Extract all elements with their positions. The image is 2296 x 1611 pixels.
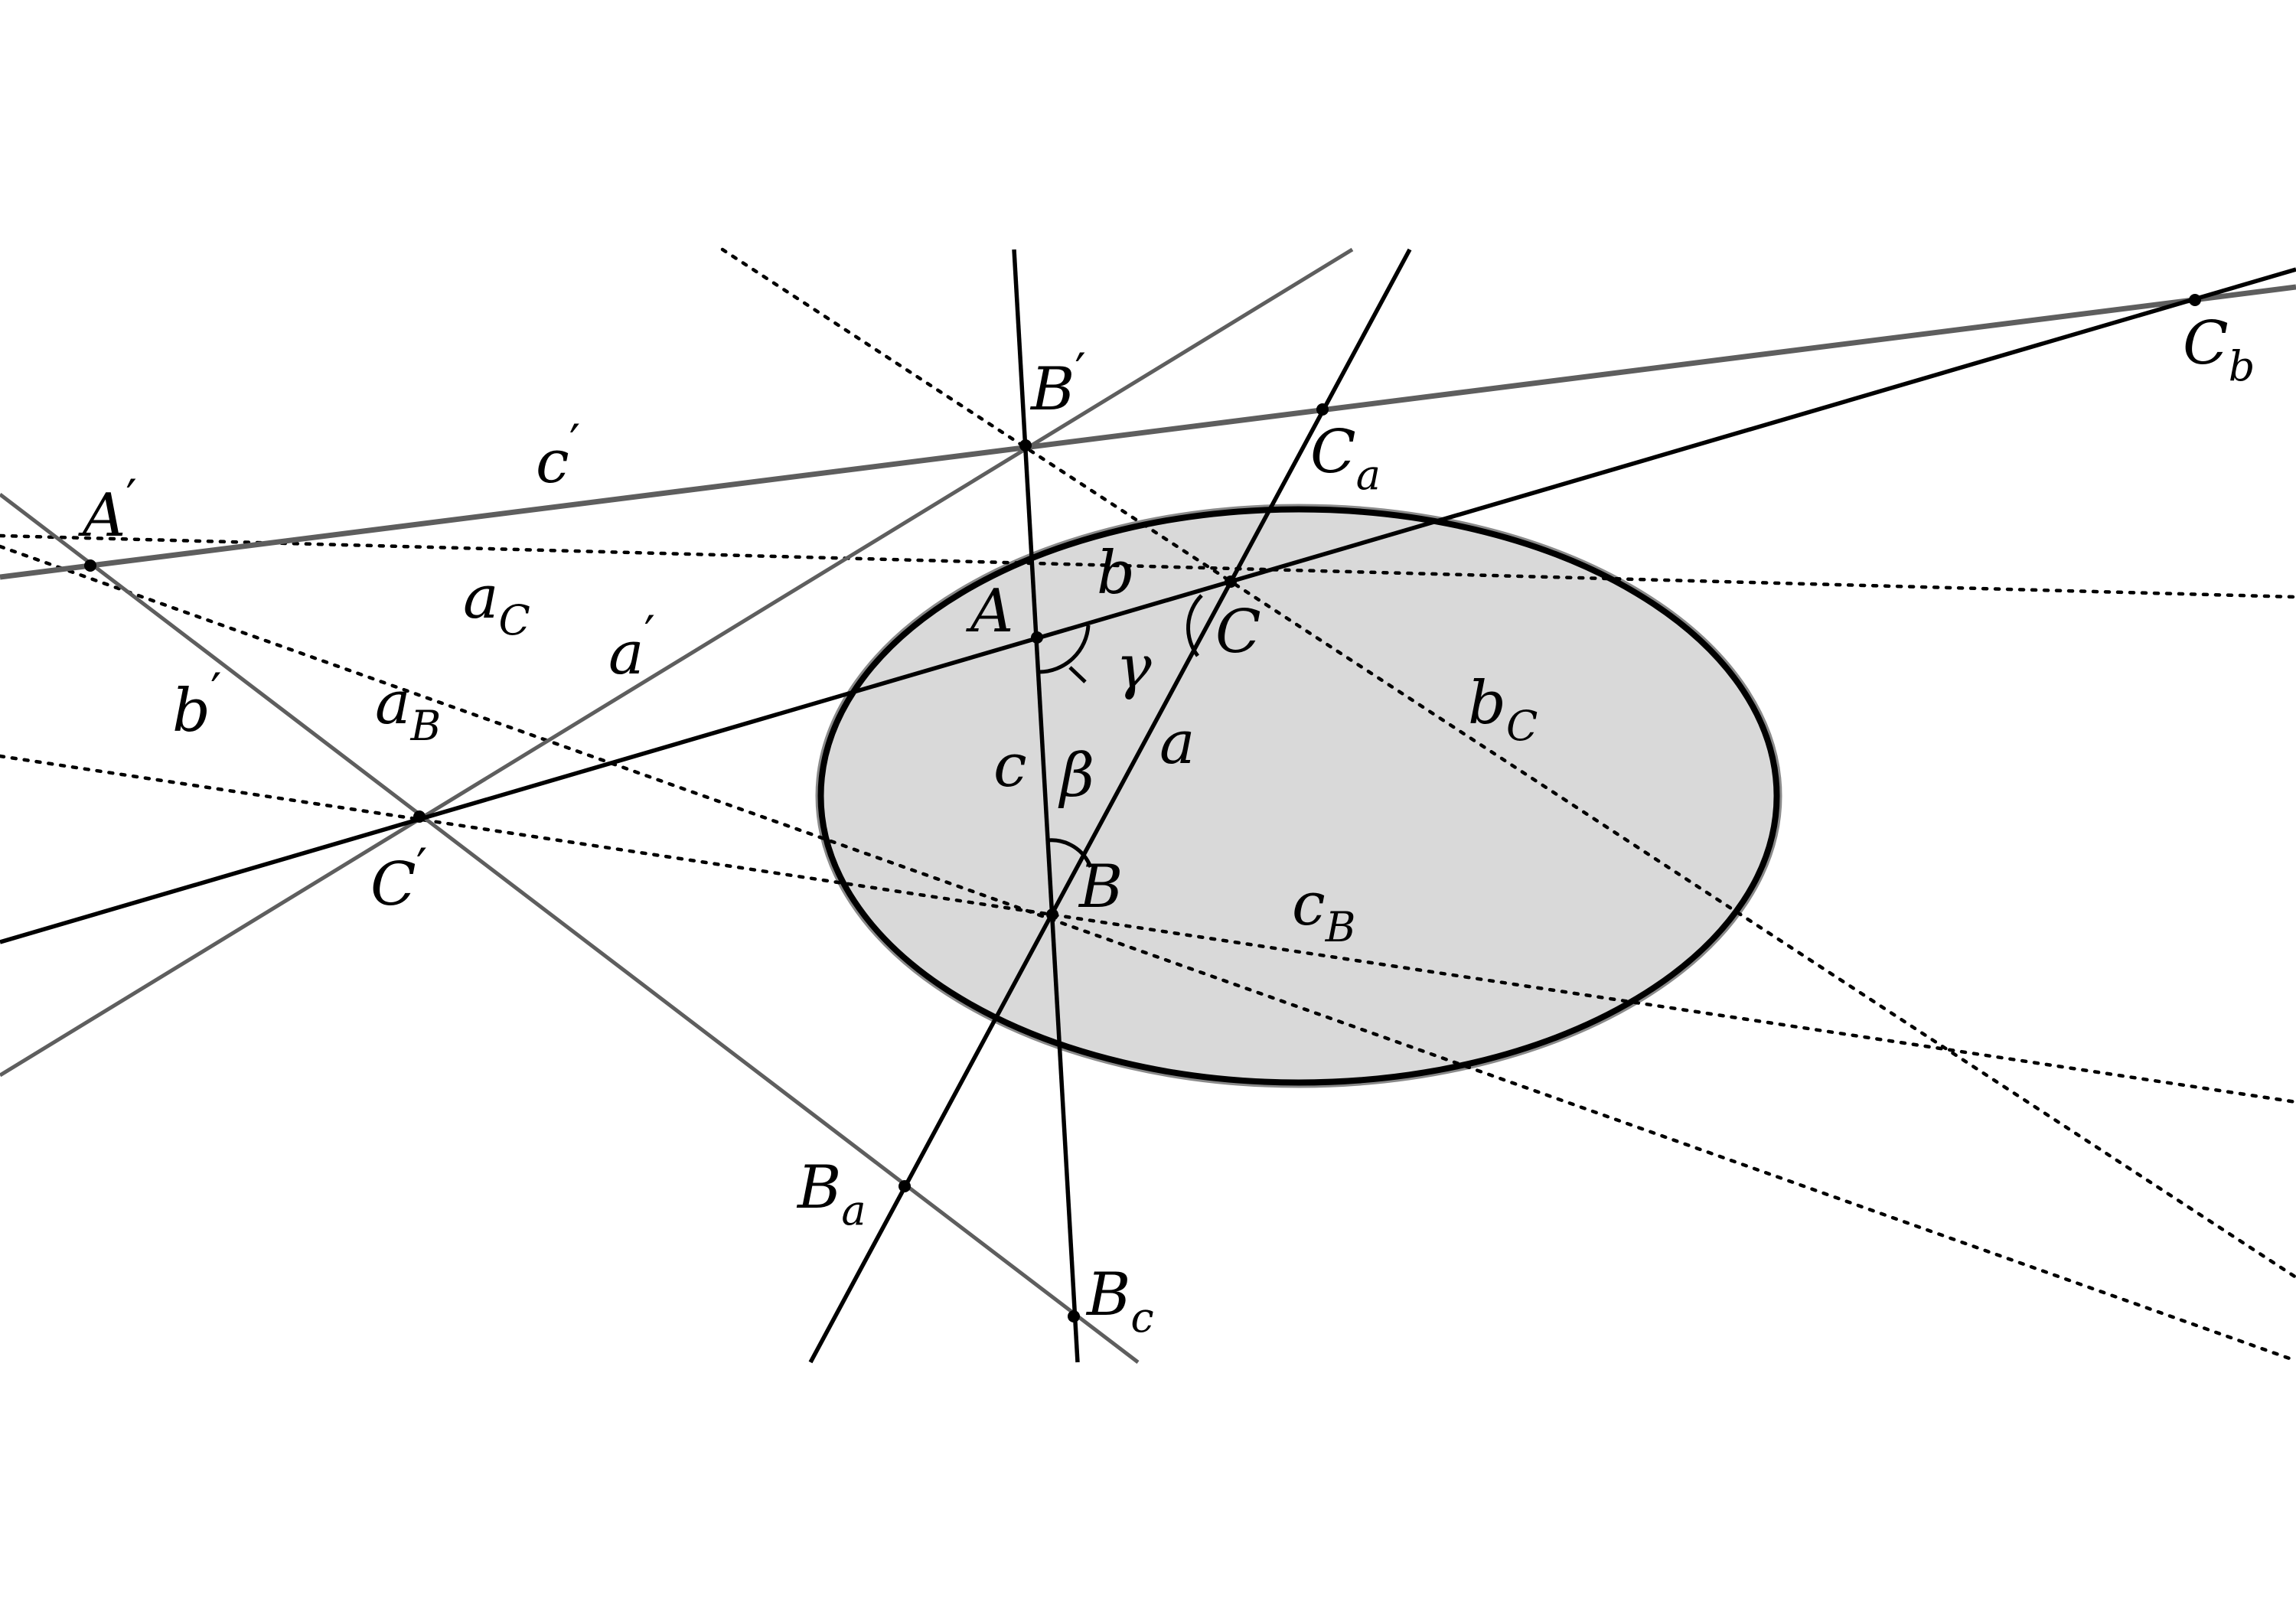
- conic-ellipse-halo: [815, 504, 1782, 1088]
- label-c: c: [993, 732, 1027, 801]
- line-c-prime: [0, 284, 2296, 580]
- label-c-B: cB: [1292, 870, 1355, 951]
- line-a-prime: [0, 247, 1354, 1078]
- angle-arc-A: [1039, 625, 1091, 674]
- line-b-prime: [0, 493, 1140, 1364]
- label-beta: β: [1058, 742, 1094, 810]
- line-b: [0, 267, 2296, 944]
- dotted-line-aC: [0, 533, 2296, 599]
- point-A-prime: [84, 559, 96, 572]
- label-B: B: [1078, 853, 1123, 921]
- label-C: C: [1215, 598, 1261, 667]
- label-a-prime: a′: [608, 606, 655, 688]
- label-gamma: γ: [1116, 633, 1152, 702]
- angle-arc-A-tick: [1068, 666, 1087, 683]
- point-B-prime: [1019, 439, 1032, 452]
- label-B-prime: B′: [1029, 344, 1086, 424]
- point-C-b: [2189, 294, 2201, 306]
- label-C-prime: C′: [370, 839, 427, 919]
- label-C-b: Cb: [2183, 309, 2255, 390]
- dotted-line-bC: [720, 247, 2296, 1280]
- dotted-line-aB: [0, 544, 2296, 1363]
- label-C-a: Ca: [1310, 418, 1381, 499]
- label-B-a: Ba: [796, 1153, 866, 1234]
- label-A-prime: A′: [78, 470, 137, 550]
- angle-arc-B: [1047, 838, 1093, 868]
- point-B: [1046, 908, 1058, 921]
- label-B-c: Bc: [1085, 1260, 1154, 1342]
- point-B-c: [1068, 1310, 1080, 1322]
- line-c: [1012, 249, 1080, 1363]
- dotted-line-cB: [0, 754, 2296, 1104]
- line-a: [808, 248, 1412, 1364]
- label-b: b: [1097, 539, 1135, 608]
- label-a: a: [1159, 709, 1195, 778]
- point-A: [1031, 631, 1043, 644]
- label-a-C: aC: [463, 563, 530, 644]
- point-C-prime: [413, 810, 426, 823]
- label-a-B: aB: [375, 669, 441, 750]
- point-C-a: [1316, 403, 1329, 416]
- point-C: [1225, 576, 1237, 588]
- conic-ellipse: [817, 505, 1781, 1087]
- point-B-a: [899, 1180, 911, 1192]
- angle-arc-C: [1186, 594, 1203, 657]
- label-b-prime: b′: [172, 664, 221, 745]
- label-b-C: bC: [1468, 669, 1538, 750]
- label-A: A: [966, 577, 1013, 646]
- label-c-prime: c′: [536, 415, 580, 497]
